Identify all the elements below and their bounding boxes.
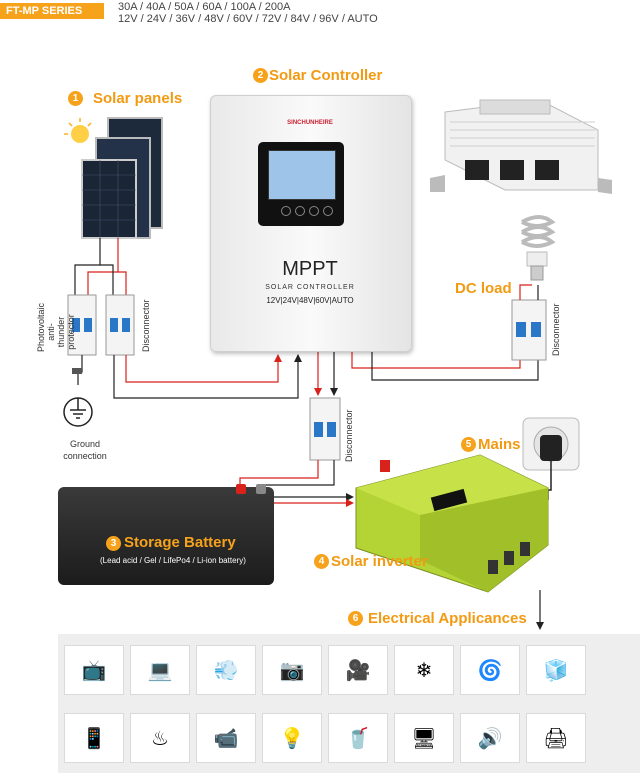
controller-model: MPPT: [282, 258, 338, 280]
protector-annotation: Photovoltaic anti-thunder protector: [36, 302, 76, 352]
label-solar-controller: Solar Controller: [269, 67, 383, 84]
series-tag: FT-MP SERIES: [0, 3, 104, 19]
battery-positive-terminal: [236, 484, 246, 494]
controller-voltages: 12V|24V|48V|60V|AUTO: [266, 296, 354, 305]
voltage-ratings: 12V / 24V / 36V / 48V / 60V / 72V / 84V …: [118, 13, 378, 25]
washing-machine-icon: 🌀: [460, 645, 520, 695]
tablet-icon: 📱: [64, 713, 124, 763]
label-dc-load: DC load: [455, 280, 512, 297]
refrigerator-icon: 🧊: [526, 645, 586, 695]
controller-lcd: [268, 150, 336, 200]
dc-disconnector-graphic: [511, 299, 547, 361]
video-camera-icon: 🎥: [328, 645, 388, 695]
juicer-icon: 🥤: [328, 713, 388, 763]
desktop-computer-icon: 🖥: [394, 713, 454, 763]
label-number-4: 4: [314, 554, 329, 569]
iron-icon: ♨: [130, 713, 190, 763]
tv-icon: 📺: [64, 645, 124, 695]
stereo-icon: 🔊: [460, 713, 520, 763]
label-storage-battery: Storage Battery: [124, 534, 236, 551]
controller-subtitle: SOLAR CONTROLLER: [265, 284, 355, 291]
label-number-6: 6: [348, 611, 363, 626]
inverter-graphic: [355, 454, 549, 593]
printer-icon: 🖨: [526, 713, 586, 763]
label-number-3: 3: [106, 536, 121, 551]
lightning-protector-graphic: [67, 294, 97, 356]
controller-button-2: [295, 206, 305, 216]
pv-disconnector-annotation: Disconnector: [141, 299, 151, 352]
label-electrical-appliances: Electrical Applicances: [368, 610, 527, 627]
controller-button-1: [281, 206, 291, 216]
dc-disconnector-annotation: Disconnector: [551, 303, 561, 356]
pv-disconnector-graphic: [105, 294, 135, 356]
battery-disconnector-graphic: [309, 397, 341, 461]
label-number-5: 5: [461, 437, 476, 452]
battery-types: (Lead acid / Gel / LifePo4 / Li-ion batt…: [100, 556, 246, 565]
cfl-bulb-icon: 💡: [262, 713, 322, 763]
cfl-bulb-graphic: [521, 215, 556, 281]
storage-battery-unit: [58, 487, 274, 585]
battery-negative-terminal: [256, 484, 266, 494]
solar-panels-graphic: [64, 117, 163, 239]
controller-button-3: [309, 206, 319, 216]
appliances-row-1: 📺 💻 💨 📷 🎥 ❄ 🌀 🧊: [64, 645, 586, 695]
camcorder-icon: 📹: [196, 713, 256, 763]
ground-annotation: Ground connection: [63, 439, 107, 461]
laptop-icon: 💻: [130, 645, 190, 695]
label-number-1: 1: [68, 91, 83, 106]
camera-icon: 📷: [262, 645, 322, 695]
air-conditioner-icon: ❄: [394, 645, 454, 695]
appliances-row-2: 📱 ♨ 📹 💡 🥤 🖥 🔊 🖨: [64, 713, 586, 763]
controller-brand: SINCHUNHEIRE: [287, 120, 333, 126]
hair-dryer-icon: 💨: [196, 645, 256, 695]
controller-button-4: [323, 206, 333, 216]
controller-side-graphic: [430, 99, 612, 194]
label-number-2: 2: [253, 68, 268, 83]
label-solar-inverter: Solar inverter: [331, 553, 428, 570]
label-solar-panels: Solar panels: [93, 90, 183, 107]
battery-disconnector-annotation: Disconnector: [344, 409, 354, 462]
current-ratings: 30A / 40A / 50A / 60A / 100A / 200A: [118, 1, 291, 13]
label-mains: Mains: [478, 436, 521, 453]
